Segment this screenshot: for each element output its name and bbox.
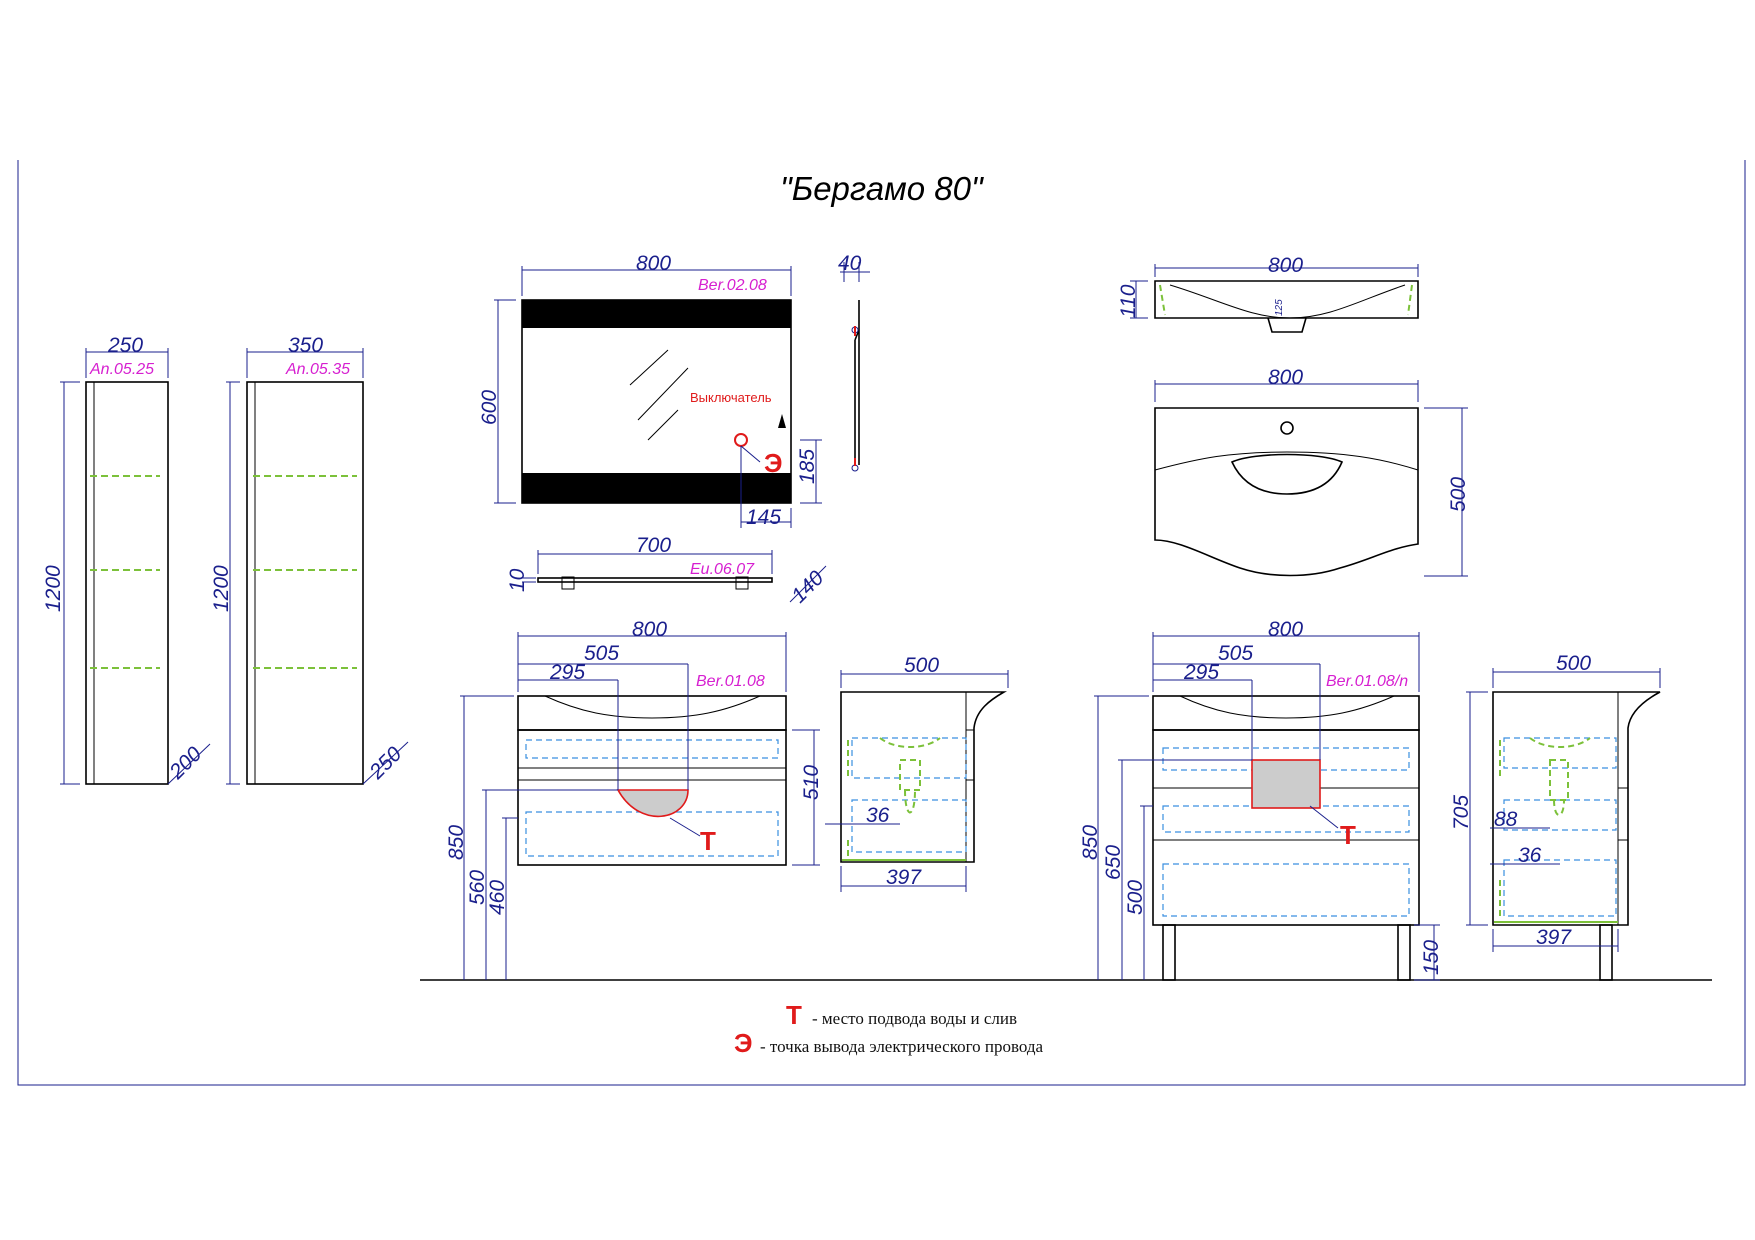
vanity-floor-height-850: 850 [1079, 825, 1102, 860]
vanity-wall-code: Ber.01.08 [696, 673, 765, 690]
vanity-floor-leg-right [1397, 924, 1411, 981]
basin-plan: 800 500 [1154, 366, 1470, 577]
cabinet-large-code: An.05.35 [285, 361, 350, 378]
vanity-wall: Т 800 505 295 Ber.01.08 850 560 460 510 [445, 618, 823, 980]
vanity-floor-offset-295: 295 [1183, 661, 1219, 684]
mirror-code: Ber.02.08 [698, 277, 767, 294]
mirror-electric-marker: Э [764, 448, 783, 478]
cabinet-small-body [85, 381, 169, 785]
vanity-wall-water-zone [616, 789, 689, 818]
vanity-floor-side-leg [1599, 924, 1613, 981]
glass-shelf: 700 Eu.06.07 10 140 [506, 534, 829, 608]
vanity-floor-code: Ber.01.08/n [1326, 673, 1408, 690]
mirror-depth: 40 [838, 252, 862, 275]
cabinet-large-body [246, 381, 364, 785]
basin-width: 800 [1268, 254, 1303, 277]
vanity-floor-side-body: 705 [1450, 795, 1473, 830]
vanity-floor-side-inner: 397 [1536, 926, 1572, 949]
cabinet-large-width: 350 [288, 334, 323, 357]
switch-label: Выключатель [690, 390, 772, 405]
vanity-wall-offset-295: 295 [549, 661, 585, 684]
cabinet-small-depth: 200 [165, 742, 207, 784]
basin-inner-depth: 125 [1274, 299, 1285, 316]
vanity-wall-side-inner: 397 [886, 866, 922, 889]
vanity-floor-offset-505: 505 [1218, 642, 1253, 665]
vanity-floor-side-depth: 500 [1556, 652, 1591, 675]
shelf-width: 700 [636, 534, 671, 557]
legend-water-text: - место подвода воды и слив [812, 1009, 1017, 1028]
vanity-floor: Т 800 505 295 Ber.01.08/n 850 650 500 15… [1079, 618, 1443, 981]
siphon-wall [879, 737, 941, 814]
vanity-floor-basin [1152, 695, 1420, 731]
electric-point-icon [734, 433, 748, 447]
cabinet-large: 350 An.05.35 1200 250 [210, 334, 409, 785]
vanity-wall-water-marker: Т [700, 826, 716, 856]
vanity-wall-side-depth: 500 [904, 654, 939, 677]
drawing-frame [17, 160, 1746, 1086]
vanity-floor-water-zone [1251, 759, 1321, 809]
cabinet-small-code: An.05.25 [89, 361, 154, 378]
vanity-floor-legs-height: 150 [1420, 940, 1443, 975]
cabinet-small: 250 An.05.25 1200 200 [42, 334, 211, 785]
shelf-thickness: 10 [506, 568, 529, 592]
legend-electric-symbol: Э [734, 1028, 753, 1058]
vanity-floor-side: 500 397 705 88 36 [1450, 652, 1661, 981]
mirror: Выключатель Э 800 Ber.02.08 600 145 185 … [478, 252, 870, 529]
mirror-height: 600 [478, 390, 501, 425]
basin-plan-depth: 500 [1447, 477, 1470, 512]
basin-plan-outline [1154, 407, 1419, 577]
shelf-bracket-right [735, 576, 749, 590]
vanity-wall-body-height: 510 [800, 765, 823, 800]
vanity-floor-side-outline [1492, 691, 1661, 926]
shelf-depth: 140 [787, 566, 828, 607]
vanity-wall-height-460: 460 [486, 880, 509, 915]
vanity-wall-side-outline [840, 691, 1008, 863]
basin-section-outline [1154, 280, 1419, 319]
legend-electric-text: - точка вывода электрического провода [760, 1037, 1044, 1056]
glass-shelf-body [537, 577, 773, 583]
mirror-bottom-band [522, 473, 791, 503]
vanity-wall-side: 500 397 36 [825, 654, 1009, 892]
shelf-code: Eu.06.07 [690, 561, 755, 578]
vanity-wall-height-560: 560 [466, 870, 489, 905]
basin-section: 800 110 125 [1117, 254, 1419, 333]
vanity-floor-width: 800 [1268, 618, 1303, 641]
mirror-glass-reflection [629, 349, 689, 441]
legend: Т - место подвода воды и слив Э - точка … [734, 1000, 1044, 1058]
mirror-width: 800 [636, 252, 671, 275]
faucet-hole-icon [1280, 421, 1294, 435]
basin-bowl [1230, 453, 1344, 495]
vanity-floor-body [1152, 729, 1420, 926]
vanity-wall-height-850: 850 [445, 825, 468, 860]
vanity-floor-water-marker: Т [1340, 820, 1356, 850]
cabinet-large-height: 1200 [210, 565, 233, 612]
cabinet-small-height: 1200 [42, 565, 65, 612]
vanity-floor-side-pipe-36: 36 [1518, 844, 1542, 867]
mirror-side-view [854, 300, 860, 465]
siphon-floor [1529, 737, 1591, 816]
cabinet-small-width: 250 [107, 334, 143, 357]
cabinet-small-shelves [90, 475, 160, 669]
vanity-wall-offset-505: 505 [584, 642, 619, 665]
vanity-wall-body [517, 729, 787, 866]
legend-water-symbol: Т [786, 1000, 802, 1030]
basin-plan-width: 800 [1268, 366, 1303, 389]
vanity-floor-side-pipe-88: 88 [1494, 808, 1518, 831]
cabinet-large-shelves [253, 475, 357, 669]
vanity-wall-width: 800 [632, 618, 667, 641]
vanity-wall-side-pipe: 36 [866, 804, 890, 827]
vanity-floor-height-650: 650 [1102, 845, 1125, 880]
vanity-floor-height-500: 500 [1124, 880, 1147, 915]
mirror-top-band [522, 300, 791, 328]
basin-height: 110 [1117, 284, 1140, 318]
shelf-bracket-left [561, 576, 575, 590]
mirror-switch-offset: 145 [746, 506, 781, 529]
vanity-floor-leg-left [1162, 924, 1176, 981]
mirror-switch-height: 185 [796, 449, 819, 484]
drawing-title: "Бергамо 80" [780, 170, 984, 207]
